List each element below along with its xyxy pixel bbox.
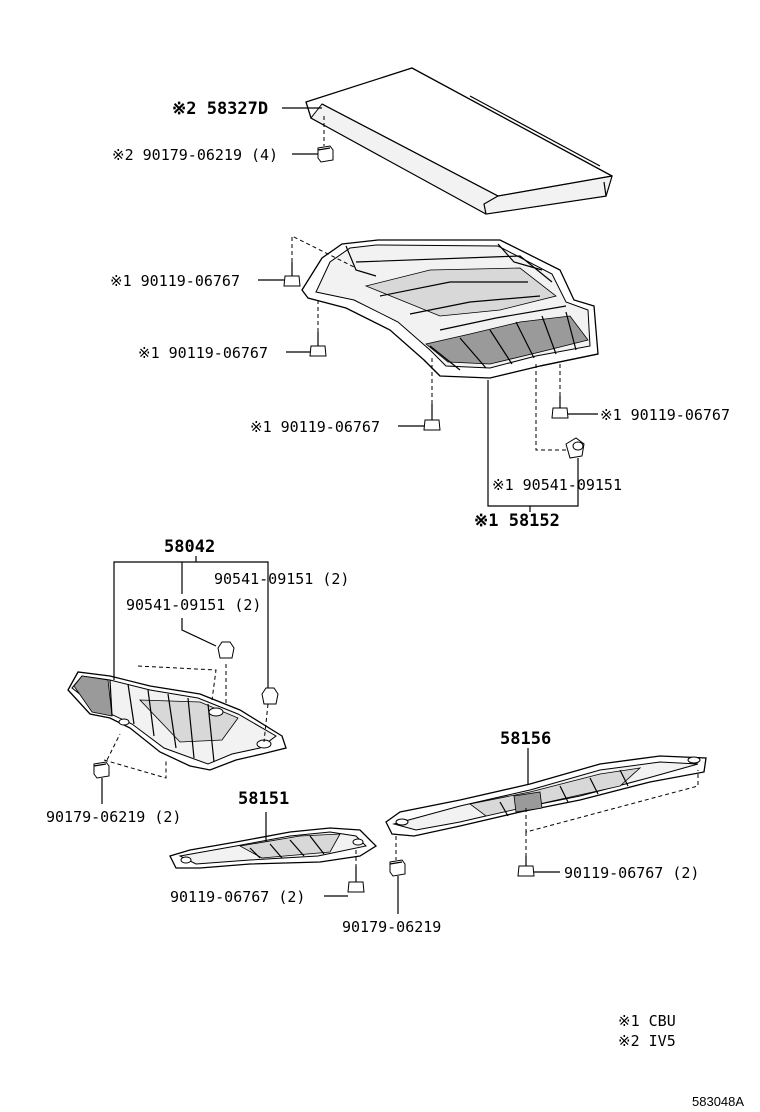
leader-clip-l-2 bbox=[181, 618, 217, 647]
label-clip-a: ※1 90541-09151 bbox=[492, 476, 622, 494]
part-58327D-cover-plate[interactable] bbox=[305, 67, 613, 215]
guide-bolt-a bbox=[291, 235, 357, 269]
nut-90179-06219-top[interactable] bbox=[317, 145, 334, 163]
bolt-90119-06767-58156[interactable] bbox=[517, 856, 535, 877]
label-nut-top: ※2 90179-06219 (4) bbox=[112, 146, 278, 164]
guide-58042-c bbox=[103, 733, 121, 767]
nut-90179-06219-mid[interactable] bbox=[389, 859, 406, 877]
label-58327D: ※2 58327D bbox=[172, 99, 268, 119]
label-nut-58042: 90179-06219 (2) bbox=[46, 808, 181, 826]
leader-58152 bbox=[487, 380, 579, 507]
guide-58042-a bbox=[137, 665, 217, 701]
note-cbu: ※1 CBU bbox=[618, 1012, 676, 1030]
clip-90541-09151-a[interactable] bbox=[565, 437, 585, 459]
label-clip-l: 90541-09151 (2) bbox=[126, 596, 261, 614]
diagram-code: 583048A bbox=[692, 1094, 744, 1109]
bolt-90119-06767-b[interactable] bbox=[309, 332, 327, 357]
nut-90179-06219-58042[interactable] bbox=[93, 761, 110, 779]
guide-58042-b bbox=[103, 759, 167, 779]
label-58042: 58042 bbox=[164, 537, 215, 557]
label-58152: ※1 58152 bbox=[474, 511, 560, 531]
label-bolt-a: ※1 90119-06767 bbox=[110, 272, 240, 290]
part-58151-cover[interactable] bbox=[169, 827, 378, 869]
label-58156: 58156 bbox=[500, 729, 551, 749]
bolt-90119-06767-58151[interactable] bbox=[347, 866, 365, 893]
label-bolt-d: ※1 90119-06767 bbox=[600, 406, 730, 424]
label-nut-mid: 90179-06219 bbox=[342, 918, 441, 936]
guide-58042-e bbox=[263, 703, 269, 743]
guide-58156-a bbox=[525, 770, 699, 833]
label-bolt-c: ※1 90119-06767 bbox=[250, 418, 380, 436]
bolt-90119-06767-d[interactable] bbox=[551, 396, 569, 419]
label-bolt-58156: 90119-06767 (2) bbox=[564, 864, 699, 882]
guide-clip-a bbox=[535, 364, 566, 451]
part-58042-shield[interactable] bbox=[67, 671, 287, 771]
bolt-90119-06767-a[interactable] bbox=[283, 262, 301, 287]
label-bolt-58151: 90119-06767 (2) bbox=[170, 888, 305, 906]
part-58152-under-cover[interactable] bbox=[301, 239, 599, 379]
leader-58042 bbox=[113, 561, 269, 690]
clip-90541-09151-r[interactable] bbox=[261, 687, 279, 705]
note-iv5: ※2 IV5 bbox=[618, 1032, 676, 1050]
label-58151: 58151 bbox=[238, 789, 289, 809]
part-58156-cover[interactable] bbox=[385, 755, 707, 837]
bolt-90119-06767-c[interactable] bbox=[423, 404, 441, 431]
clip-90541-09151-l[interactable] bbox=[217, 641, 235, 659]
label-clip-r: 90541-09151 (2) bbox=[214, 570, 349, 588]
label-bolt-b: ※1 90119-06767 bbox=[138, 344, 268, 362]
